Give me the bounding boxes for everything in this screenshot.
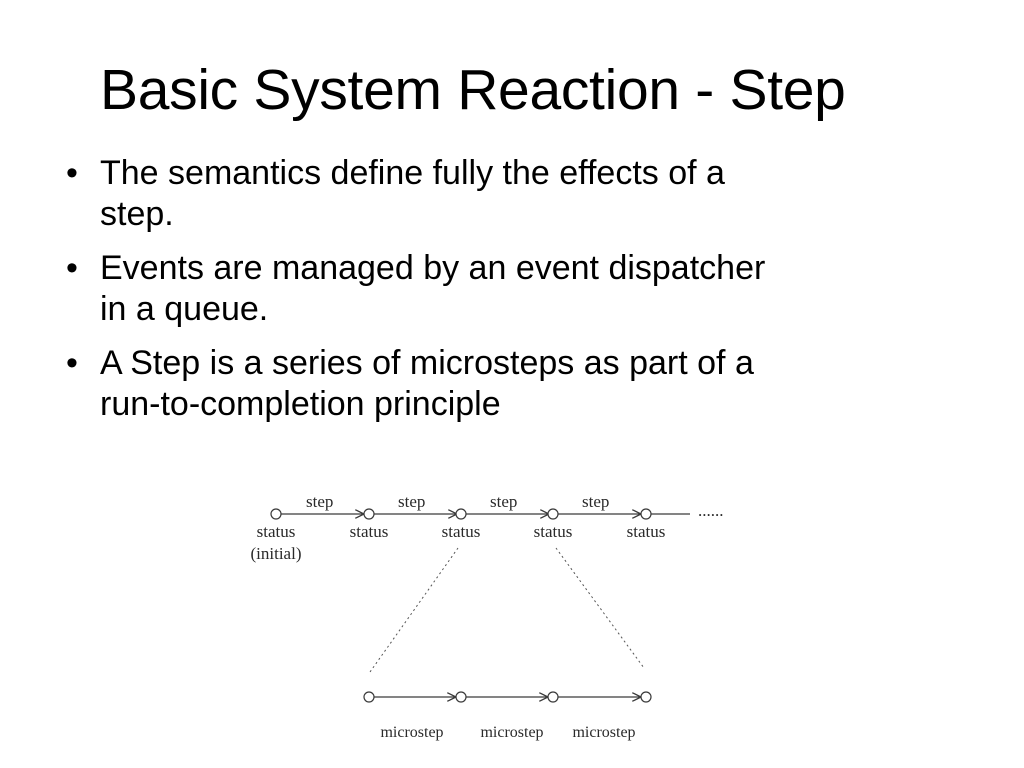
bullet-list: • The semantics define fully the effects… bbox=[57, 153, 907, 438]
microstep-label: microstep bbox=[380, 724, 443, 741]
status-node bbox=[640, 508, 652, 520]
status-label: status bbox=[442, 522, 481, 541]
step-label: step bbox=[582, 492, 609, 511]
bullet-text-line: run-to-completion principle bbox=[100, 385, 501, 423]
microstep-node bbox=[640, 691, 652, 703]
zoom-line bbox=[555, 547, 645, 669]
step-label: step bbox=[490, 492, 517, 511]
microstep-nodes bbox=[363, 691, 652, 703]
bullet-dot-icon: • bbox=[66, 154, 78, 192]
bullet-dot-icon: • bbox=[66, 249, 78, 287]
bullet-item: • A Step is a series of microsteps as pa… bbox=[57, 343, 907, 425]
status-node bbox=[455, 508, 467, 520]
step-label: step bbox=[306, 492, 333, 511]
status-node bbox=[547, 508, 559, 520]
bullet-text-line: step. bbox=[100, 195, 174, 233]
bullet-dot-icon: • bbox=[66, 344, 78, 382]
microstep-node bbox=[547, 691, 559, 703]
status-label-initial: (initial) bbox=[251, 544, 302, 563]
bullet-text-line: A Step is a series of microsteps as part… bbox=[100, 344, 754, 382]
status-label: status bbox=[627, 522, 666, 541]
status-label: status bbox=[534, 522, 573, 541]
bullet-text-line: in a queue. bbox=[100, 290, 269, 328]
step-label: step bbox=[398, 492, 425, 511]
status-node bbox=[363, 508, 375, 520]
bullet-text-line: The semantics define fully the effects o… bbox=[100, 154, 725, 192]
bullet-text-line: Events are managed by an event dispatche… bbox=[100, 249, 766, 287]
microstep-label: microstep bbox=[480, 724, 543, 741]
microstep-node bbox=[455, 691, 467, 703]
bullet-item: • Events are managed by an event dispatc… bbox=[57, 248, 907, 330]
status-label: status bbox=[257, 522, 296, 541]
zoom-lines bbox=[369, 547, 645, 673]
slide-title: Basic System Reaction - Step bbox=[100, 58, 846, 122]
status-nodes bbox=[270, 508, 652, 520]
status-label: status bbox=[350, 522, 389, 541]
continuation-dots: ...... bbox=[698, 501, 724, 520]
microstep-node bbox=[363, 691, 375, 703]
zoom-line bbox=[369, 547, 459, 673]
status-node bbox=[270, 508, 282, 520]
microstep-label: microstep bbox=[572, 724, 635, 741]
bullet-item: • The semantics define fully the effects… bbox=[57, 153, 907, 235]
